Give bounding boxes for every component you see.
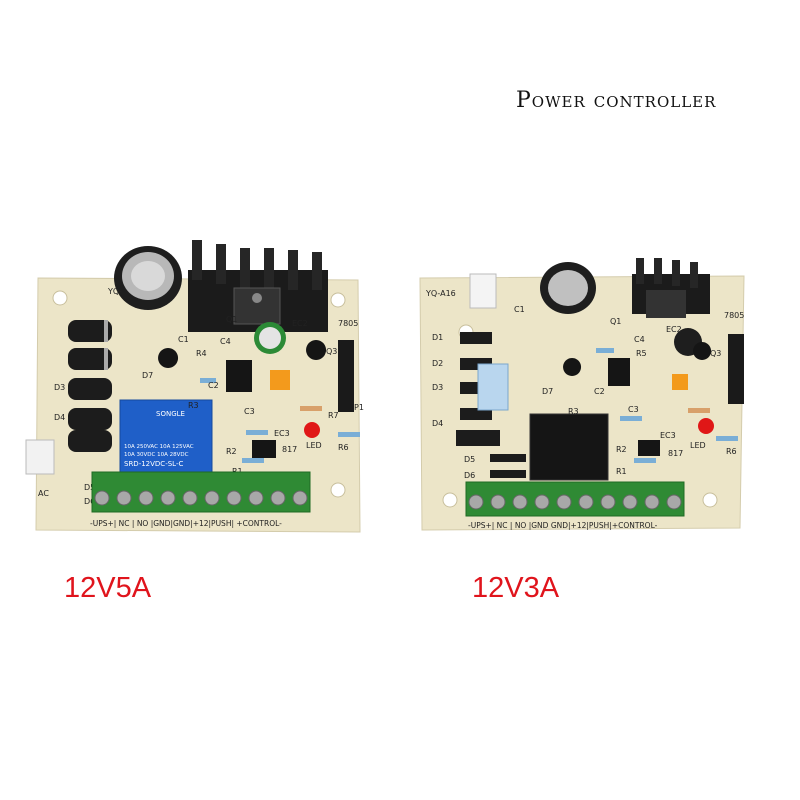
silk-label: D5	[464, 455, 475, 464]
resistors	[596, 348, 738, 463]
silk-label: D6	[84, 497, 95, 506]
connector-label: AC	[38, 489, 49, 498]
silk-label: Q3	[710, 349, 721, 358]
silk-label: C2	[594, 387, 605, 396]
mounting-hole	[702, 492, 718, 508]
label-sticker	[477, 363, 509, 411]
silk-label: C1	[178, 335, 189, 344]
silk-label: C3	[628, 405, 639, 414]
board-id: YQ-A16	[425, 289, 456, 298]
mounting-hole	[442, 492, 458, 508]
transistor	[563, 358, 582, 376]
electrolytic-capacitor	[540, 262, 596, 314]
silk-label: C4	[634, 335, 645, 344]
silk-label: Q1	[226, 315, 237, 324]
ac-connector	[25, 439, 55, 475]
svg-text:SONGLE: SONGLE	[156, 410, 185, 418]
silk-label: C4	[220, 337, 231, 346]
led	[304, 422, 320, 438]
silk-label: R2	[226, 447, 237, 456]
silk-label: D3	[432, 383, 443, 392]
silk-label: D7	[542, 387, 553, 396]
terminal-labels: -UPS+| NC | NO |GND|GND|+12|PUSH| +CONTR…	[90, 519, 282, 528]
silk-label: D4	[54, 413, 65, 422]
silk-label: EC3	[660, 431, 676, 440]
mounting-hole	[330, 292, 346, 308]
electrolytic-capacitor	[114, 246, 182, 310]
transistor	[693, 342, 712, 360]
board-id: YQ-	[107, 287, 122, 296]
heatsink	[632, 258, 710, 318]
transistor	[158, 348, 179, 368]
silk-label: R7	[328, 411, 339, 420]
silk-label: EC2	[666, 325, 682, 334]
silk-label: Q3	[326, 347, 337, 356]
silk-label: R6	[726, 447, 737, 456]
svg-text:SRD-12VDC-SL-C: SRD-12VDC-SL-C	[124, 460, 183, 468]
silk-label: R3	[568, 407, 579, 416]
silk-label: R2	[616, 445, 627, 454]
silk-label: C2	[208, 381, 219, 390]
silk-label: D5	[84, 483, 95, 492]
silk-label: D1	[432, 333, 443, 342]
diodes	[68, 320, 112, 452]
board-caption-12v3a: 12V3A	[472, 572, 560, 604]
terminal-block	[91, 471, 311, 513]
power-board-12v3a: YQ-A16 7805 817	[419, 258, 745, 531]
silk-label: EC3	[274, 429, 290, 438]
small-capacitor	[254, 322, 286, 354]
svg-text:10A 250VAC 10A 125VAC: 10A 250VAC 10A 125VAC	[124, 444, 194, 450]
silk-label: D7	[142, 371, 153, 380]
silk-label: R6	[338, 443, 349, 452]
mounting-hole	[52, 290, 68, 306]
mounting-hole	[330, 482, 346, 498]
optocoupler	[638, 440, 660, 456]
potentiometer	[672, 374, 688, 390]
led	[698, 418, 714, 434]
optocoupler-label: 817	[668, 449, 683, 458]
potentiometer	[270, 370, 290, 390]
ic-chip	[608, 358, 630, 386]
silk-label: D2	[432, 359, 443, 368]
heatsink	[188, 240, 328, 332]
ic-chip	[226, 360, 252, 392]
optocoupler	[252, 440, 276, 458]
optocoupler-label: 817	[282, 445, 297, 454]
relay	[529, 413, 609, 481]
silk-label: C3	[244, 407, 255, 416]
pin-header	[338, 340, 354, 412]
regulator-label: 7805	[338, 319, 358, 328]
power-board-12v5a: YQ- 7805 817 SONGLE 10A 250VAC 10A 125VA…	[25, 240, 364, 533]
silk-label: P1	[354, 403, 364, 412]
silk-label: R5	[636, 349, 647, 358]
silk-label: Q1	[610, 317, 621, 326]
pin-header	[728, 334, 744, 404]
silk-label: R3	[188, 401, 199, 410]
silk-label: R4	[196, 349, 207, 358]
regulator-label: 7805	[724, 311, 744, 320]
transistor	[306, 340, 327, 360]
dc-connector	[469, 273, 497, 309]
silk-label: D6	[464, 471, 475, 480]
board-caption-12v5a: 12V5A	[64, 572, 152, 604]
relay: SONGLE 10A 250VAC 10A 125VAC 10A 30VDC 1…	[119, 399, 213, 475]
silk-label: R1	[616, 467, 627, 476]
silk-label: C1	[514, 305, 525, 314]
terminal-block	[465, 481, 685, 517]
silk-label: D3	[54, 383, 65, 392]
diodes	[456, 332, 526, 478]
silk-label: D4	[432, 419, 443, 428]
silk-label: LED	[306, 441, 322, 450]
silk-label: LED	[690, 441, 706, 450]
svg-text:10A 30VDC 10A 28VDC: 10A 30VDC 10A 28VDC	[124, 452, 189, 458]
terminal-labels: -UPS+| NC | NO |GND GND|+12|PUSH|+CONTRO…	[468, 521, 658, 530]
silk-label: EC2	[292, 319, 308, 328]
page-title: Power controller	[516, 88, 717, 113]
